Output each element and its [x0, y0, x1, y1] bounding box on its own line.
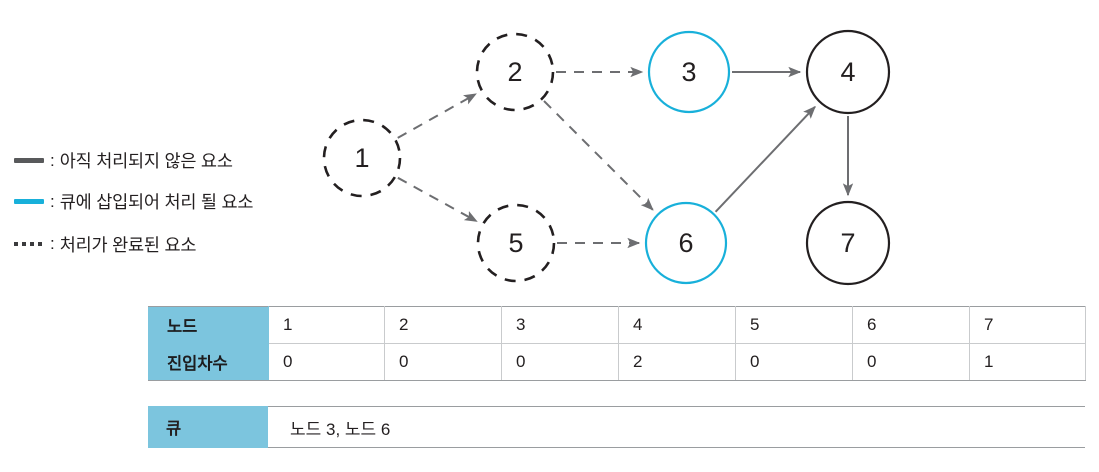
graph-node-7[interactable]: 7 [805, 200, 891, 286]
node-circle-5 [476, 203, 556, 283]
solid-cyan-line-icon [14, 199, 48, 204]
table-row-indegree: 진입차수 0 0 0 2 0 0 1 [148, 343, 1086, 381]
cell-indegree-5: 0 [735, 343, 853, 381]
node-circle-4 [805, 29, 891, 115]
cell-queue-contents: 노드 3, 노드 6 [268, 406, 1085, 448]
cell-indegree-4: 2 [618, 343, 736, 381]
cell-node-6: 6 [852, 306, 970, 344]
cell-indegree-7: 1 [969, 343, 1086, 381]
graph-node-2[interactable]: 2 [475, 32, 555, 112]
legend-label-unprocessed: 아직 처리되지 않은 요소 [59, 151, 233, 171]
cell-node-7: 7 [969, 306, 1086, 344]
table-row-node: 노드 1 2 3 4 5 6 7 [148, 306, 1086, 344]
cell-node-2: 2 [384, 306, 502, 344]
node-label-5: 5 [508, 228, 523, 258]
solid-gray-line-icon [14, 158, 48, 163]
graph-edge-6-to-4 [714, 105, 816, 213]
node-circle-7 [805, 200, 891, 286]
queue-table: 큐 노드 3, 노드 6 [148, 406, 1085, 448]
table-row-queue: 큐 노드 3, 노드 6 [148, 406, 1085, 448]
graph-node-4[interactable]: 4 [805, 29, 891, 115]
indegree-table: 노드 1 2 3 4 5 6 7 진입차수 0 0 0 2 0 0 1 [148, 306, 1086, 381]
cell-indegree-6: 0 [852, 343, 970, 381]
graph-edge-2-to-6 [543, 100, 654, 211]
graph-diagram: 1 2 3 4 5 6 7 [322, 29, 891, 286]
cell-indegree-1: 0 [268, 343, 385, 381]
cell-node-5: 5 [735, 306, 853, 344]
cell-node-1: 1 [268, 306, 385, 344]
legend-item-completed: : 처리가 완료된 요소 [14, 222, 314, 266]
graph-edge-1-to-5 [397, 176, 478, 223]
cell-node-4: 4 [618, 306, 736, 344]
legend-item-queued: : 큐에 삽입되어 처리 될 요소 [14, 181, 314, 222]
node-circle-6 [644, 201, 728, 285]
graph-node-5[interactable]: 5 [476, 203, 556, 283]
cell-indegree-3: 0 [501, 343, 619, 381]
cell-node-3: 3 [501, 306, 619, 344]
node-circle-1 [322, 118, 402, 198]
graph-node-1[interactable]: 1 [322, 118, 402, 198]
legend: : 아직 처리되지 않은 요소 : 큐에 삽입되어 처리 될 요소 : 처리가 … [14, 140, 314, 266]
legend-separator: : [50, 150, 55, 170]
node-circle-2 [475, 32, 555, 112]
row-header-queue: 큐 [148, 406, 268, 448]
dotted-line-icon [14, 242, 48, 246]
node-circle-3 [647, 30, 731, 114]
node-label-4: 4 [840, 57, 855, 87]
legend-label-completed: 처리가 완료된 요소 [59, 234, 197, 255]
node-label-1: 1 [354, 143, 369, 173]
legend-separator: : [50, 191, 55, 211]
graph-edge-1-to-2 [397, 93, 477, 139]
graph-node-3[interactable]: 3 [647, 30, 731, 114]
node-label-2: 2 [507, 57, 522, 87]
node-label-7: 7 [840, 228, 855, 258]
legend-label-queued: 큐에 삽입되어 처리 될 요소 [59, 192, 254, 212]
graph-edge-layer [397, 66, 854, 249]
cell-indegree-2: 0 [384, 343, 502, 381]
row-header-indegree: 진입차수 [148, 343, 269, 381]
legend-separator: : [50, 234, 55, 253]
legend-item-unprocessed: : 아직 처리되지 않은 요소 [14, 140, 314, 181]
row-header-node: 노드 [148, 306, 269, 344]
node-label-6: 6 [678, 228, 693, 258]
graph-node-layer: 1 2 3 4 5 6 7 [322, 29, 891, 286]
graph-node-6[interactable]: 6 [644, 201, 728, 285]
node-label-3: 3 [681, 57, 696, 87]
